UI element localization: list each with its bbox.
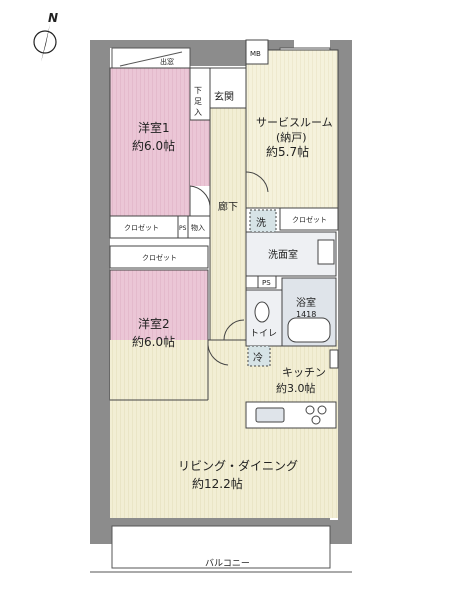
walls [90, 40, 352, 544]
hallway [210, 108, 246, 340]
bay-window-left: 出窓 [111, 47, 191, 69]
kitchen-counter [245, 401, 337, 429]
western-room-1-size: 約6.0帖 [132, 138, 175, 153]
bathtub [287, 317, 331, 343]
service-closet-label: クロゼット [292, 215, 327, 224]
living-upper [110, 400, 208, 518]
interior-walls [110, 68, 269, 401]
ps-1-label: PS [179, 225, 187, 232]
ps-4 [329, 349, 339, 369]
service-room-name: サービスルーム [256, 116, 333, 129]
ps-2 [245, 275, 259, 289]
service-room-sub: (納戸) [276, 131, 307, 144]
shoe-cabinet-label-2: 足 [194, 97, 202, 106]
kitchen-name: キッチン [282, 366, 326, 379]
western-room-2-name: 洋室2 [138, 316, 170, 331]
genkan-label: 玄関 [214, 90, 234, 103]
compass: N [33, 11, 58, 62]
toilet-label: トイレ [250, 329, 277, 339]
closet-1-label: クロゼット [124, 223, 159, 232]
ps-3-label: PS [262, 279, 271, 287]
bay-window-left-label: 出窓 [160, 57, 174, 66]
living-size: 約12.2帖 [192, 476, 243, 491]
fridge [247, 345, 271, 367]
kitchen-sink [255, 407, 285, 423]
compass-needle-icon [41, 24, 50, 62]
toilet-icon [254, 301, 270, 323]
compass-circle [33, 30, 57, 54]
living-name: リビング・ダイニング [178, 458, 298, 473]
shoe-cabinet-label-1: 下 [194, 86, 202, 95]
kitchen-size: 約3.0帖 [276, 381, 316, 395]
storage-label: 物入 [191, 223, 205, 232]
western-room-1 [109, 67, 191, 217]
hallway-label: 廊下 [218, 200, 238, 213]
stove-burner [317, 405, 327, 415]
western-room-2-size: 約6.0帖 [132, 334, 175, 349]
stove-burner [311, 415, 321, 425]
balcony: バルコニー [90, 525, 352, 573]
shoe-cabinet-label-3: 入 [194, 108, 202, 117]
ps-3 [257, 275, 277, 289]
stove-burner [305, 405, 315, 415]
mb-label: MB [250, 50, 261, 58]
balcony-label: バルコニー [205, 558, 250, 569]
closet-row: クロゼット PS 物入 クロゼット [109, 215, 211, 269]
washer-label: 洗 [256, 217, 266, 229]
service-closet [279, 207, 339, 231]
compass-letter: N [48, 11, 58, 25]
fridge-label: 冷 [253, 351, 263, 364]
washing-machine [249, 209, 277, 233]
service-room [245, 49, 339, 209]
mb-box [245, 39, 269, 65]
closet-2-label: クロゼット [142, 253, 177, 262]
sink [317, 239, 335, 265]
western-room-1-name: 洋室1 [138, 120, 170, 135]
bathroom-label: 浴室 [296, 296, 316, 309]
genkan [209, 67, 247, 109]
bathroom-size: 1418 [296, 310, 316, 319]
service-room-size: 約5.7帖 [266, 144, 309, 159]
washroom-label: 洗面室 [268, 248, 298, 261]
